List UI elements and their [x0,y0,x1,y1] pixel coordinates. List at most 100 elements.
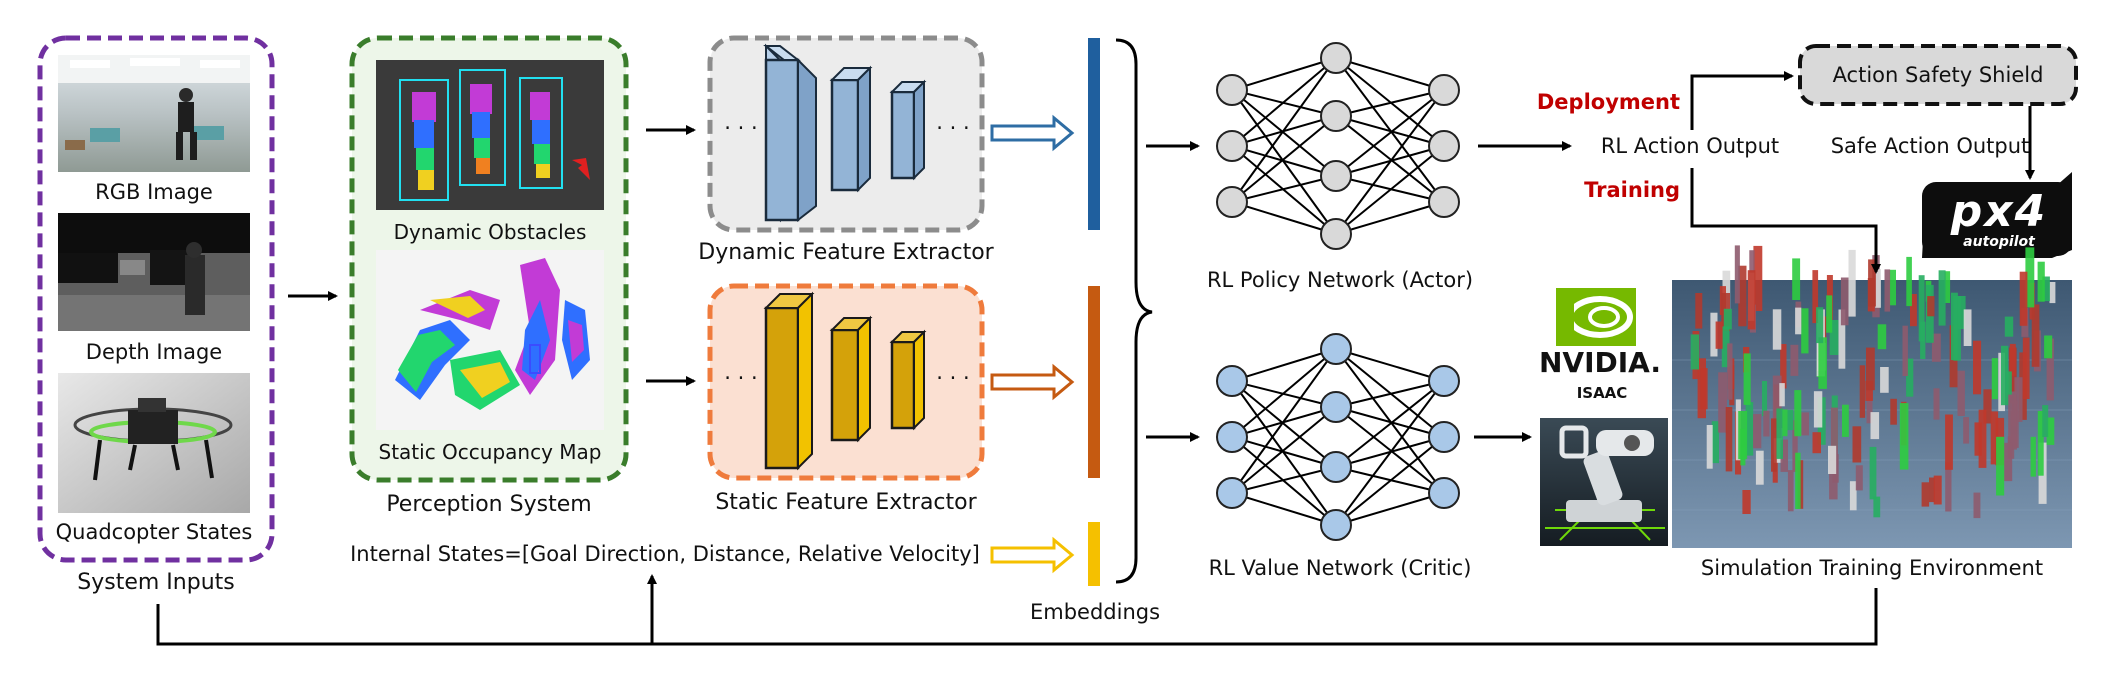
training-label: Training [1584,178,1680,202]
sim-obstacle-pillar [1875,269,1881,308]
sim-obstacle-pillar [2030,436,2036,477]
policy-network [1216,42,1460,250]
sim-obstacle-pillar [1931,333,1941,362]
network-edge [1231,57,1337,147]
sim-obstacle-pillar [1753,245,1763,311]
sim-obstacle-pillar [1780,344,1787,389]
sim-obstacle-pillar [1715,321,1723,349]
static-conv-block-3 [889,329,927,431]
network-edge [1335,492,1445,526]
network-node [1216,365,1248,397]
sim-obstacle-pillar [1718,372,1727,433]
sim-obstacle-pillar [1787,470,1794,512]
sim-obstacle-pillar [2025,247,2035,308]
sim-obstacle-pillar [1906,358,1914,397]
sim-obstacle-pillar [1870,412,1880,440]
sim-obstacle-pillar [2008,394,2017,450]
sim-obstacle-pillar [1933,475,1942,505]
feedback-loop-line [156,588,1878,646]
sim-obstacle-pillar [2031,304,2040,367]
sim-obstacle-pillar [1884,269,1891,312]
sim-obstacle-pillar [1723,308,1732,330]
sim-obstacle-pillar [2004,316,2014,337]
network-edge [1231,348,1337,494]
sim-obstacle-pillar [1859,365,1866,418]
simulation-environment-image [1672,245,2072,548]
static-embedding-bar [1088,286,1100,478]
embeddings-brace [1115,38,1153,584]
sim-obstacle-pillar [1695,293,1703,329]
sim-obstacle-pillar [2044,335,2053,359]
network-node [1320,451,1352,483]
value-network [1216,333,1460,541]
sim-obstacle-pillar [1890,398,1897,425]
dynamic-embedding-bar [1088,38,1100,230]
nvidia-logo [1556,288,1636,346]
sim-obstacle-pillar [2049,282,2056,304]
network-edge [1231,406,1337,494]
sim-obstacle-pillar [1957,370,1965,416]
network-node [1216,186,1248,218]
sim-obstacle-pillar [2019,271,2028,326]
network-edge [1335,406,1445,438]
sim-obstacle-pillar [2037,261,2045,302]
network-edge [1231,436,1337,468]
sim-obstacle-pillar [1706,425,1713,469]
sim-obstacle-pillar [1877,324,1887,350]
network-node [1320,509,1352,541]
depth-image-label: Depth Image [85,340,223,364]
sim-obstacle-pillar [1838,309,1846,369]
dynamic-obstacles-label: Dynamic Obstacles [393,220,587,244]
rgb-image [58,55,250,172]
sim-obstacle-pillar [1927,296,1935,317]
sim-obstacle-pillar [1772,309,1782,350]
network-edge [1231,145,1337,177]
static-occupancy-map-image [376,250,604,430]
rgb-image-label: RGB Image [95,180,213,204]
sim-obstacle-pillar [1906,256,1912,307]
network-edge [1335,406,1445,494]
sim-obstacle-pillar [1869,446,1877,500]
network-node [1216,477,1248,509]
dynamic-obstacles-image [376,60,604,210]
dynamic-extractor-label: Dynamic Feature Extractor [698,240,994,265]
system-inputs-title: System Inputs [77,570,235,595]
network-node [1428,74,1460,106]
sim-obstacle-pillar [1734,245,1740,304]
sim-obstacle-pillar [1983,389,1992,424]
static-map-label: Static Occupancy Map [378,440,602,464]
internal-states-label: Internal States=[Goal Direction, Distanc… [350,542,980,566]
sim-obstacle-pillar [1945,462,1952,512]
sim-obstacle-pillar [2014,377,2023,422]
sim-obstacle-pillar [1721,326,1730,368]
network-node [1320,333,1352,365]
network-edge [1231,115,1337,203]
sim-obstacle-pillar [1772,375,1782,439]
sim-obstacle-pillar [1873,496,1881,518]
sim-obstacle-pillar [1868,259,1876,307]
network-edge [1231,492,1337,526]
sim-obstacle-pillar [1745,402,1754,456]
network-edge [1335,115,1445,147]
network-edge [1335,89,1445,235]
simulation-environment-label: Simulation Training Environment [1700,556,2044,580]
sim-obstacle-pillar [1725,407,1733,472]
sim-obstacle-pillar [1910,294,1917,327]
network-edge [1231,466,1337,494]
network-node [1428,186,1460,218]
px4-logo-text: px4 [1950,186,2048,237]
sim-obstacle-pillar [2042,405,2049,437]
sim-obstacle-pillar [2046,338,2054,401]
sim-obstacle-pillar [1899,403,1909,470]
network-edge [1335,348,1445,382]
sim-obstacle-pillar [1690,334,1699,370]
isaac-wordmark: ISAAC [1576,384,1628,402]
dynamic-conv-block-1 [763,43,817,223]
network-edge [1231,89,1337,177]
network-edge [1335,115,1445,203]
rl-action-output-label: RL Action Output [1600,134,1780,158]
network-node [1428,365,1460,397]
network-edge [1231,175,1337,203]
sim-obstacle-pillar [1921,482,1930,507]
sim-obstacle-pillar [1902,325,1908,376]
